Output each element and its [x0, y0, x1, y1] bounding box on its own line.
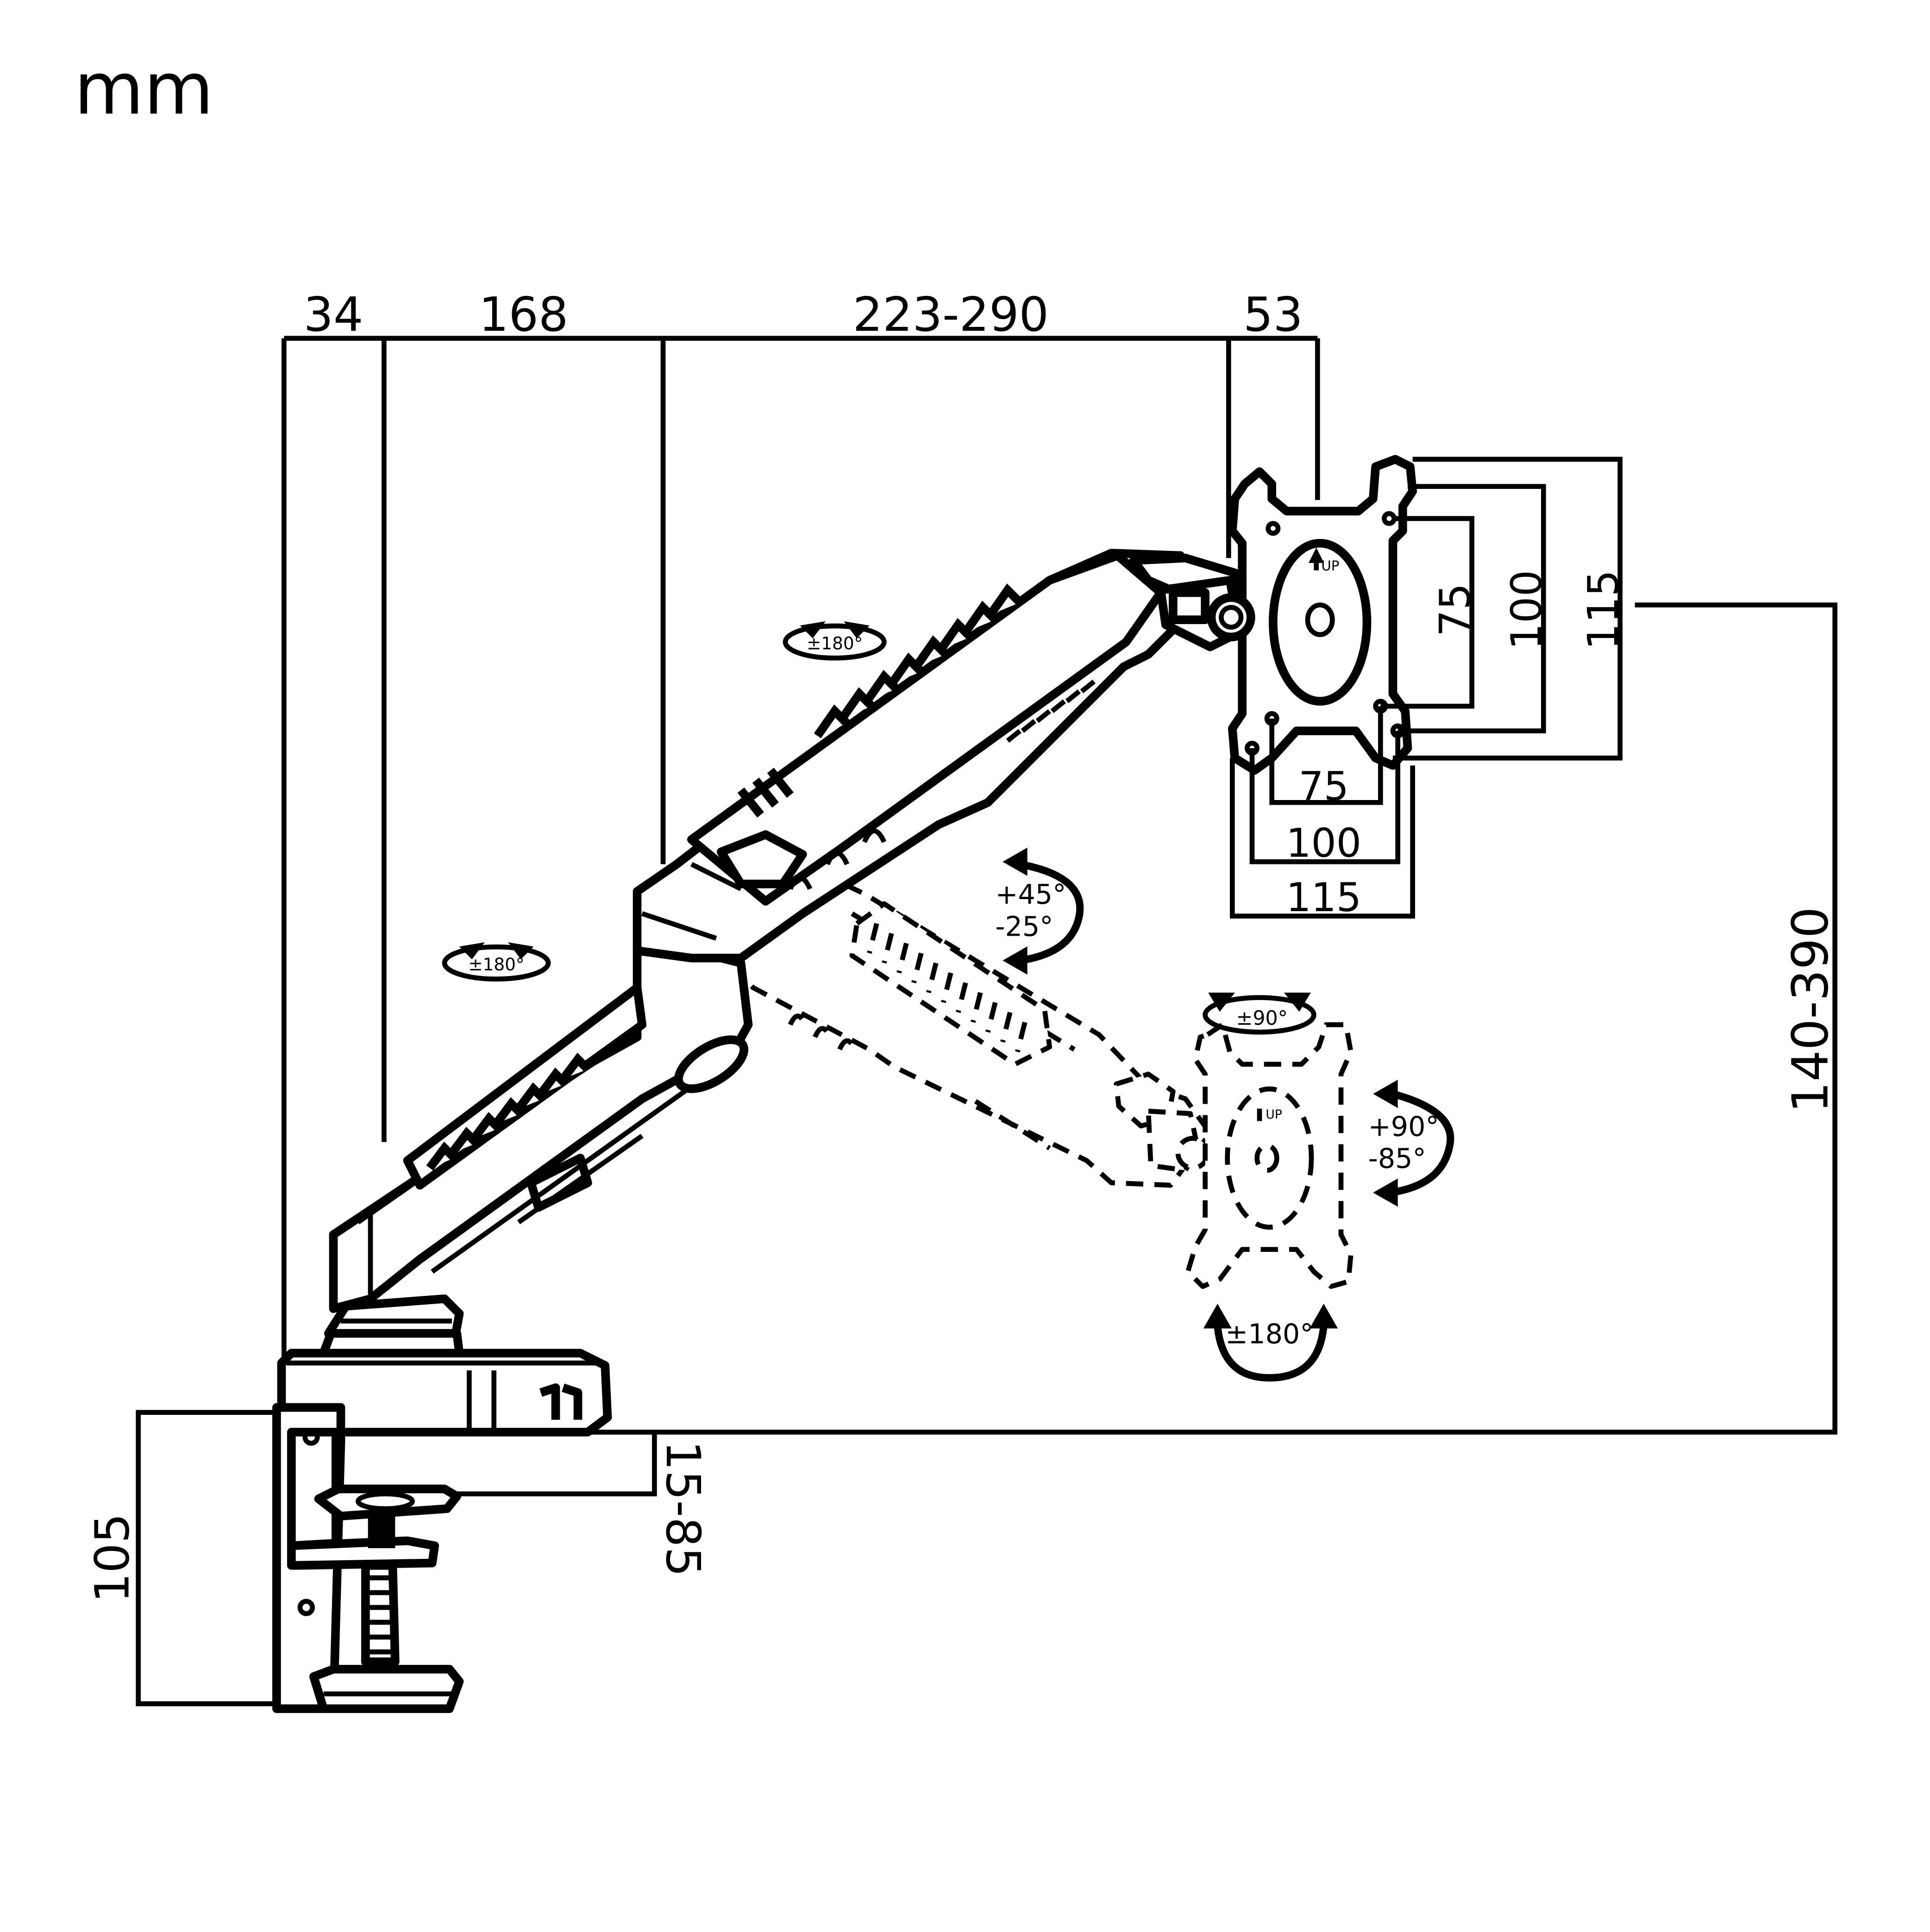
plate-dimension-lines	[1230, 456, 1623, 919]
plate-ghost-up-label: UP	[1266, 1107, 1282, 1122]
upper-arm-swivel-indicator	[783, 621, 887, 661]
lower-arm-swivel-label: ±180°	[468, 954, 524, 975]
unit-label: mm	[74, 47, 213, 131]
rotate-label: ±180°	[1225, 1318, 1313, 1350]
tilt-down-label: -25°	[995, 911, 1053, 942]
plate-v-100: 100	[1503, 570, 1551, 650]
dim-lower-arm: 168	[479, 288, 568, 342]
plate-h-115: 115	[1286, 875, 1361, 921]
upper-arm	[633, 549, 1255, 963]
top-dimension-lines	[282, 336, 1320, 1361]
lower-arm-ribs	[426, 1052, 591, 1171]
tilt-up-label: +45°	[995, 879, 1066, 910]
plate-v-115: 115	[1579, 570, 1628, 650]
height-dimension-line	[284, 602, 1837, 1435]
tilt2-up-label: +90°	[1368, 1111, 1439, 1142]
desk-thickness-label: 15-85	[656, 1440, 710, 1576]
base-clamp	[272, 1329, 612, 1713]
clamp-height-line	[136, 1410, 277, 1707]
tilt-indicator	[1003, 847, 1084, 975]
dim-clamp-offset: 34	[304, 288, 363, 342]
plate-h-100: 100	[1286, 821, 1361, 867]
tilt2-indicator	[1373, 1080, 1454, 1207]
dim-upper-arm: 223-290	[853, 288, 1049, 342]
plate-top-up-label: UP	[1321, 558, 1339, 574]
upper-arm-swivel-label: ±180°	[807, 633, 863, 654]
ghost-arm-lowered	[714, 862, 1354, 1289]
plate-v-75: 75	[1431, 583, 1479, 637]
height-range-label: 140-390	[1782, 907, 1840, 1113]
upper-arm-ribs	[737, 583, 1023, 818]
lower-arm	[324, 946, 753, 1348]
dim-head: 53	[1243, 288, 1303, 342]
lower-arm-swivel-indicator	[442, 942, 551, 982]
tilt2-down-label: -85°	[1368, 1143, 1426, 1175]
swivel-indicator	[1203, 993, 1316, 1035]
plate-h-75: 75	[1298, 764, 1349, 810]
desk-thickness-line	[457, 1430, 657, 1496]
clamp-height-label: 105	[85, 1513, 139, 1603]
rotate-indicator	[1203, 1303, 1338, 1382]
swivel-label: ±90°	[1236, 1007, 1288, 1030]
vesa-plate-top	[1228, 455, 1417, 775]
